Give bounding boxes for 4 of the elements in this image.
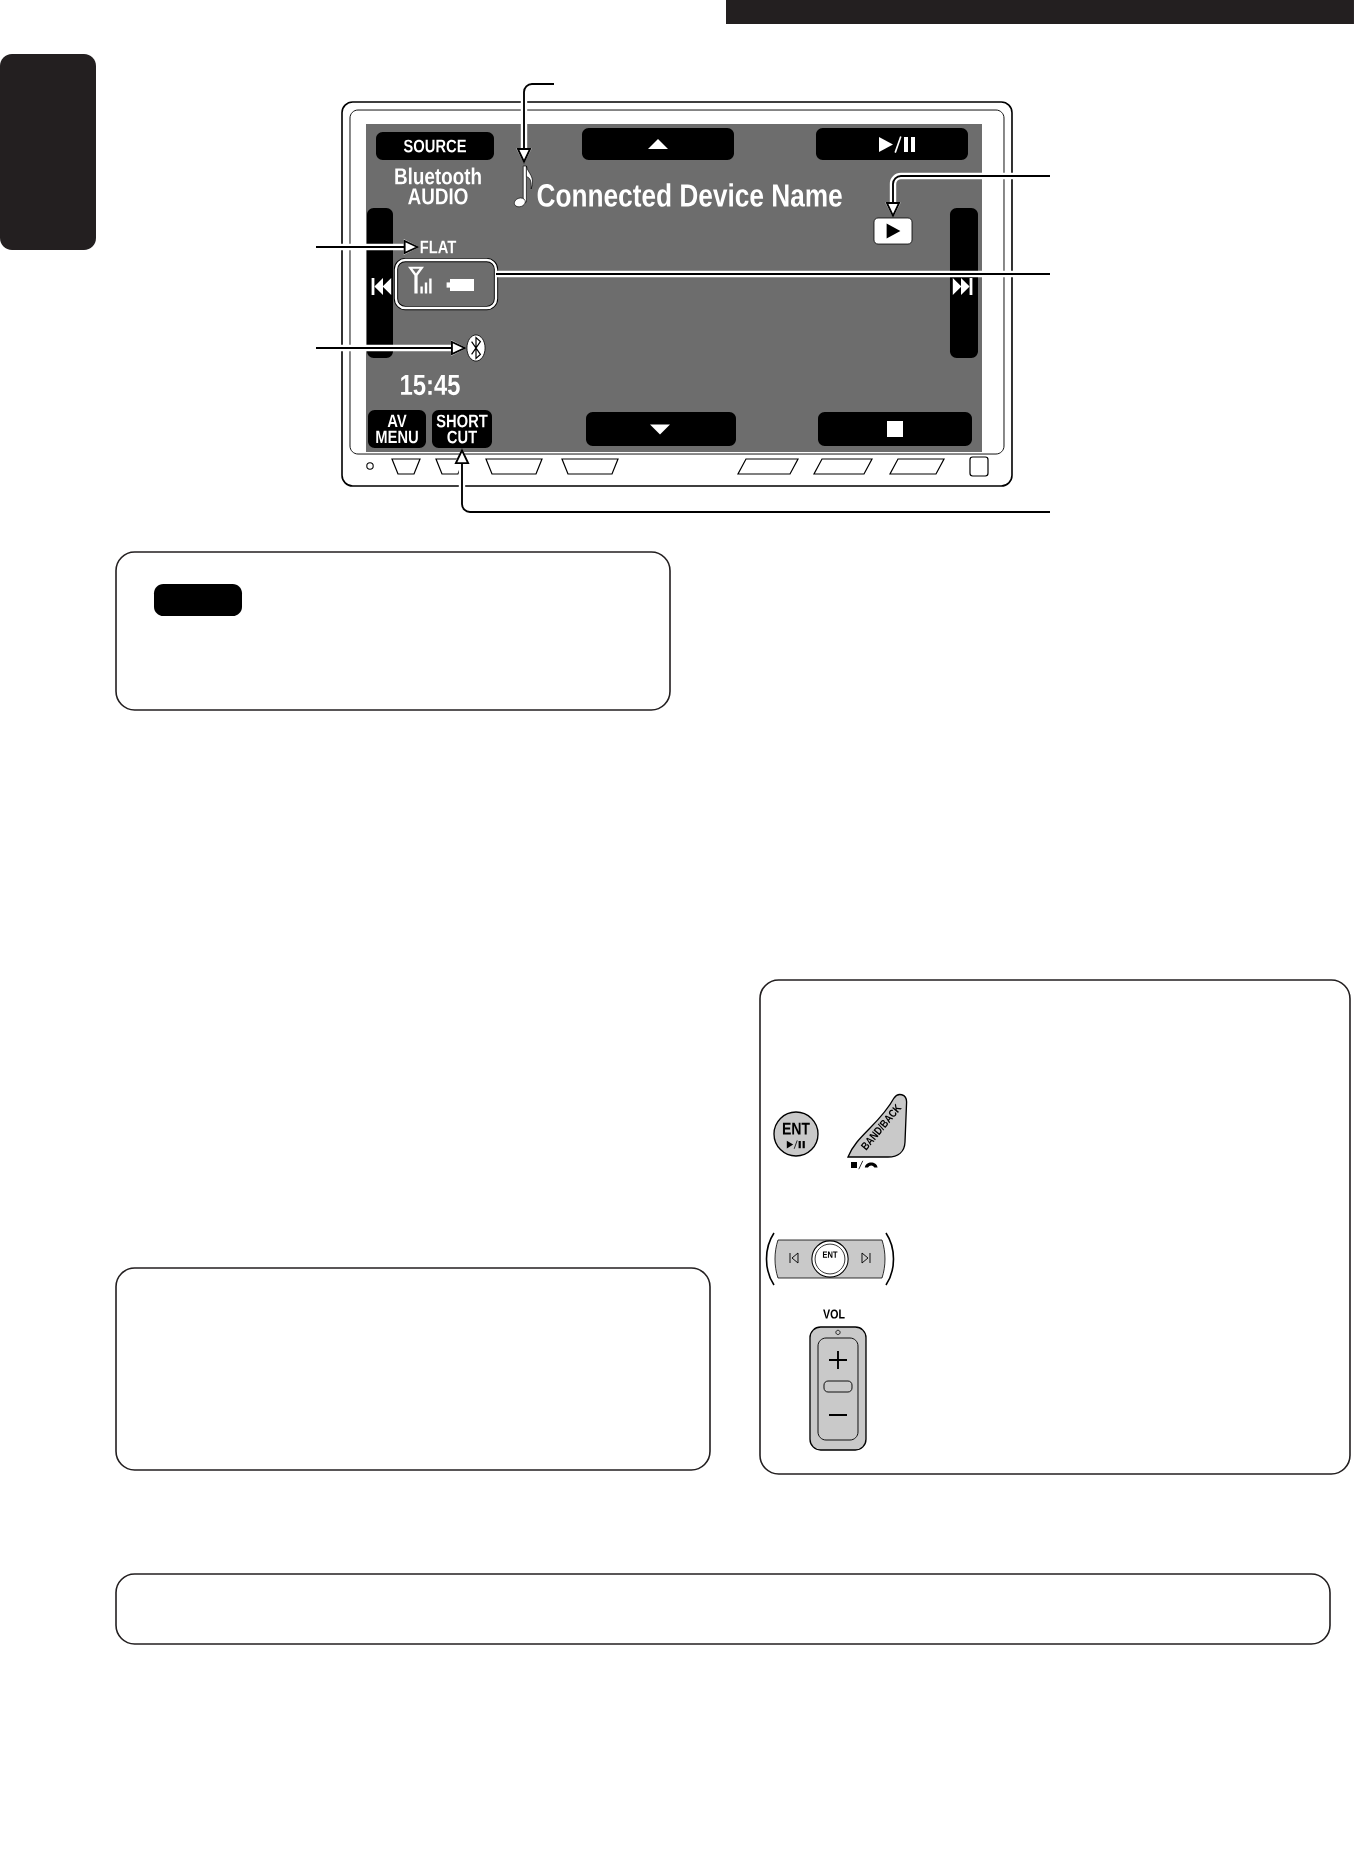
source-text: Bluetooth AUDIO [395, 167, 481, 205]
round-button: ENT [773, 1111, 819, 1157]
device-name-text: Connected Device Name [537, 183, 842, 207]
clock-text: 15:45 [401, 374, 460, 396]
